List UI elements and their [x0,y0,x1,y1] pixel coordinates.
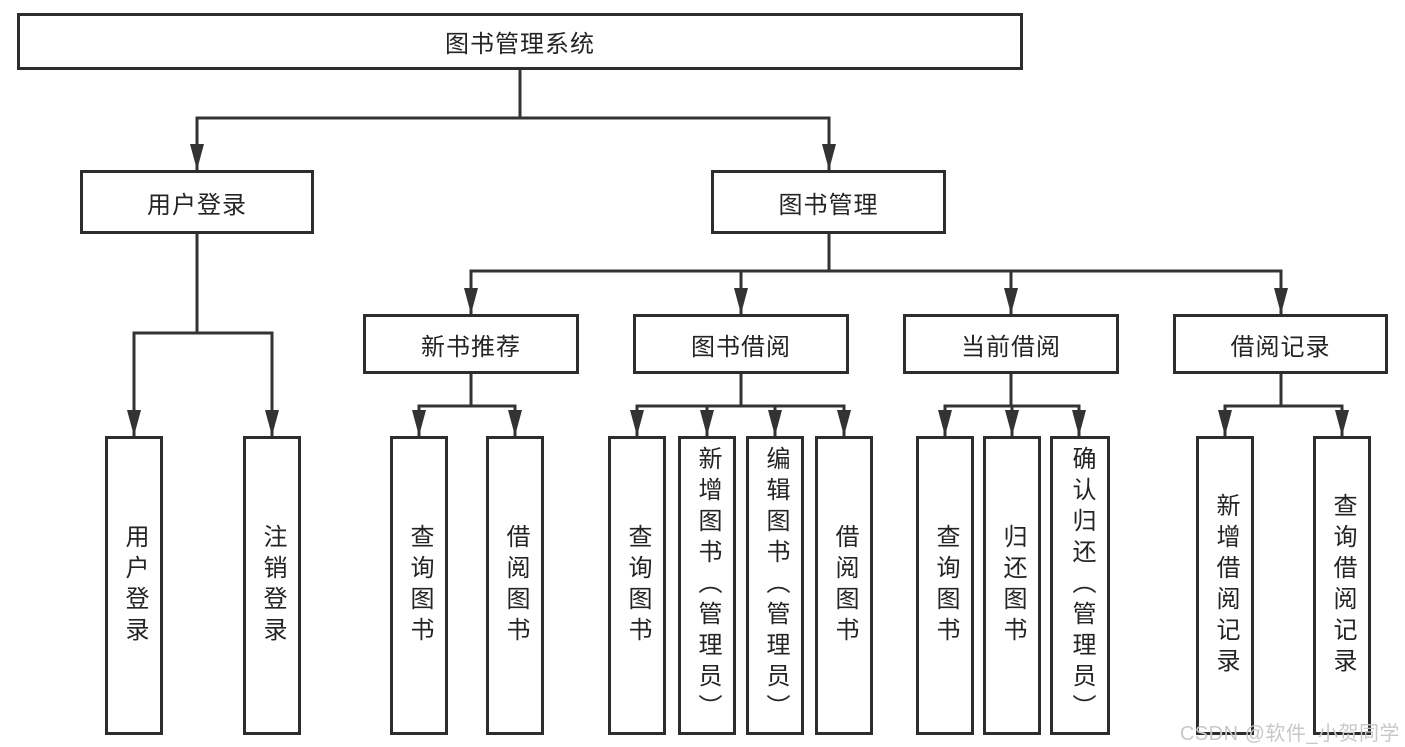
leaf-query-books-current: 查询图书 [916,436,974,735]
node-current-borrowing: 当前借阅 [903,314,1119,374]
new-book-recommend-wires [412,374,522,436]
current-borrowing-wires [938,374,1086,436]
root-to-level2-wires [190,70,836,170]
leaf-edit-book-admin: 编辑图书（管理员） [746,436,804,735]
borrowing-records-wires [1218,374,1349,436]
csdn-watermark: CSDN @软件_小贺同学 [1179,723,1400,745]
book-borrowing-wires [630,374,851,436]
node-book-management: 图书管理 [711,170,946,234]
leaf-borrow-books-newrec: 借阅图书 [486,436,544,735]
leaf-add-borrow-record: 新增借阅记录 [1196,436,1254,735]
node-new-book-recommend: 新书推荐 [363,314,579,374]
leaf-query-borrow-record: 查询借阅记录 [1313,436,1371,735]
leaf-confirm-return-admin: 确认归还（管理员） [1050,436,1110,735]
leaf-query-books-newrec: 查询图书 [390,436,448,735]
node-borrowing-records: 借阅记录 [1173,314,1388,374]
node-user-login: 用户登录 [80,170,314,234]
node-book-borrowing: 图书借阅 [633,314,849,374]
leaf-return-book: 归还图书 [983,436,1041,735]
leaf-logout: 注销登录 [243,436,301,735]
book-management-branch-wires [464,234,1288,314]
user-login-branch-wires [127,234,279,436]
leaf-query-books-borrowing: 查询图书 [608,436,666,735]
leaf-borrow-books: 借阅图书 [815,436,873,735]
leaf-user-login: 用户登录 [105,436,163,735]
node-library-management-system: 图书管理系统 [17,13,1023,70]
leaf-add-book-admin: 新增图书（管理员） [678,436,736,735]
